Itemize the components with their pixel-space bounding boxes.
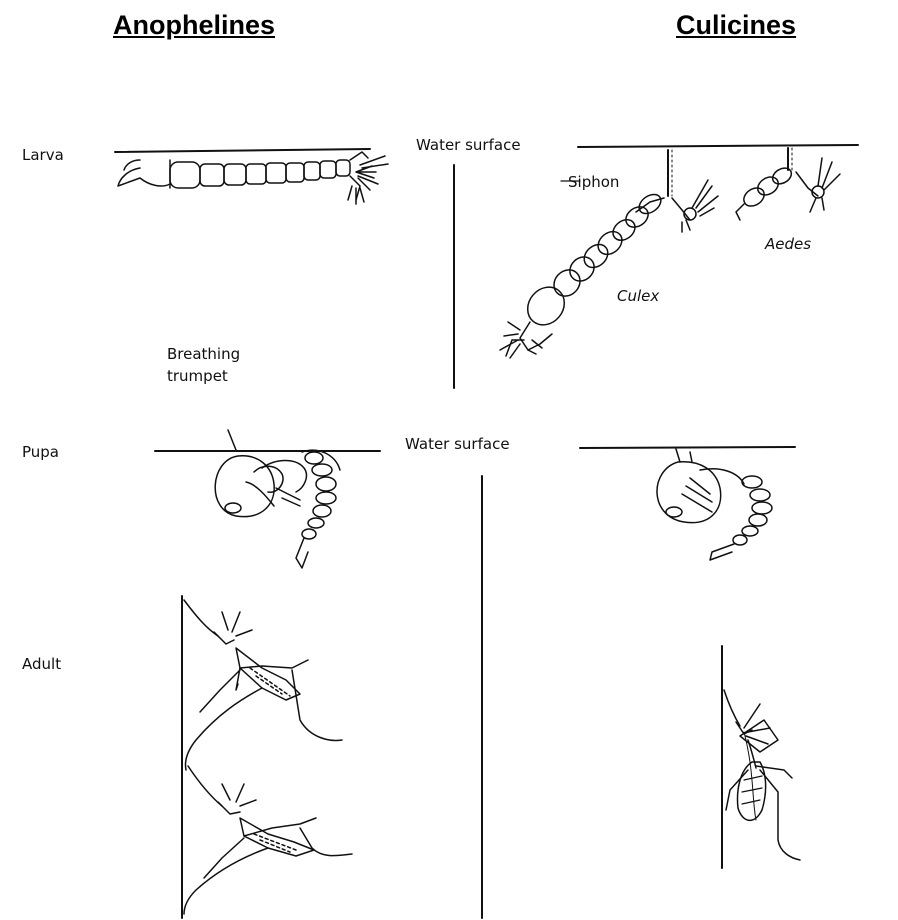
culicine-adult [724,690,800,860]
culicine-pupa [657,449,772,560]
anopheles-adult-lower [184,766,352,914]
anopheles-adult-upper [184,600,342,770]
aedes-larva [736,148,840,220]
culex-larva [500,150,718,358]
divider-lines [182,165,722,918]
anopheles-larva [118,152,388,204]
water-surface-lines [115,145,858,451]
